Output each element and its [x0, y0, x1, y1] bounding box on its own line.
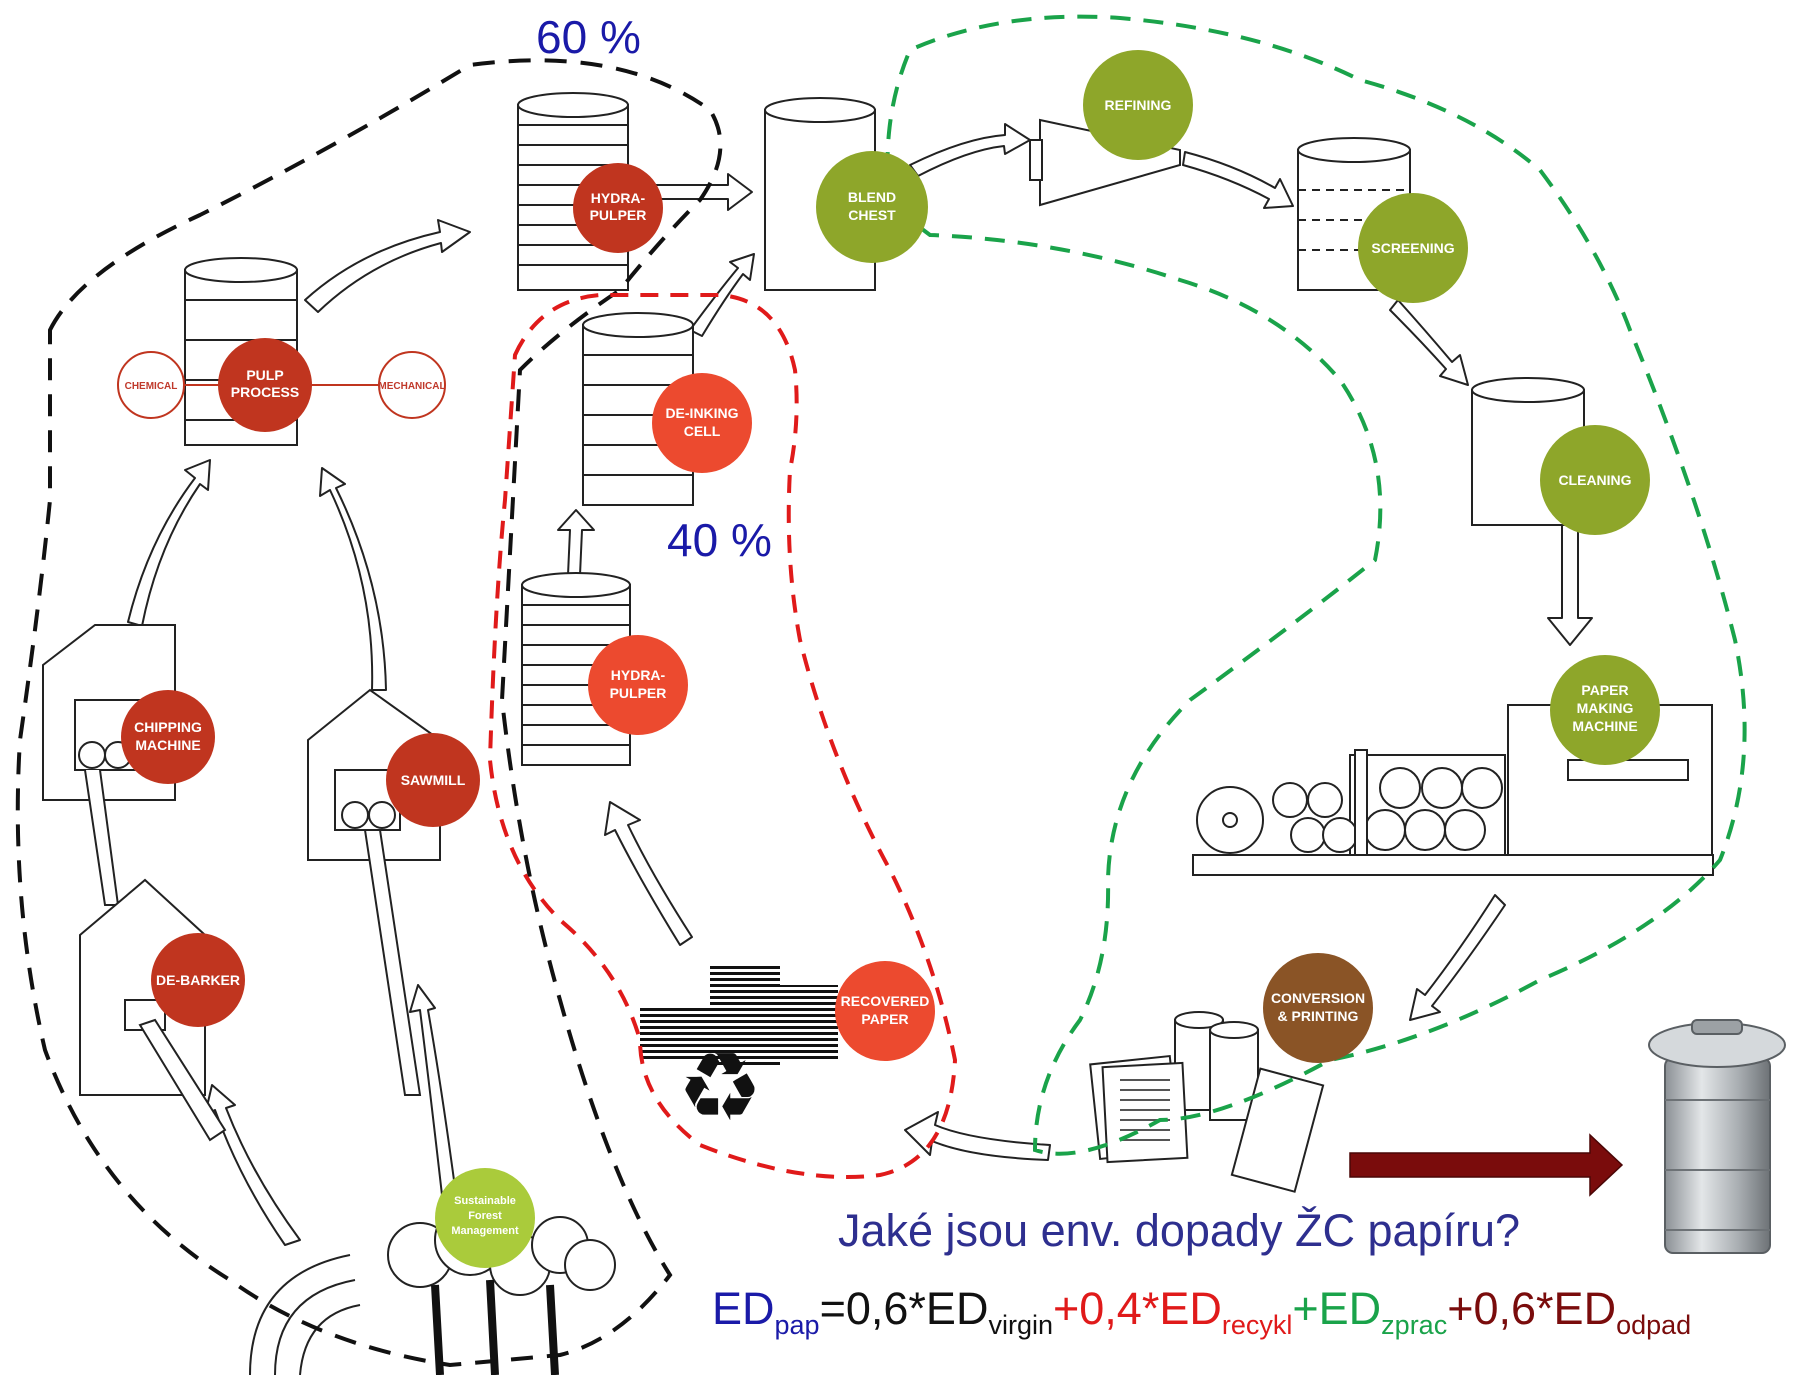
node-label: SCREENING [1371, 240, 1454, 256]
arrow-recovered-to-hydrapulper [604, 801, 693, 946]
node-label: HYDRA-PULPER [610, 667, 667, 701]
node-label: DE-BARKER [156, 972, 240, 988]
formula-processing-term: +ED [1292, 1283, 1382, 1334]
trash-bin-icon [1648, 1019, 1786, 1254]
formula-recycled-term: +0,4*ED [1052, 1283, 1222, 1334]
arrow-debarker-to-sawmill [204, 1084, 301, 1246]
arrow-hydrapulper-to-deinking [557, 509, 595, 576]
node-hydrapulper-top: HYDRA-PULPER [573, 163, 663, 253]
arrow-cleaning-to-machine [1547, 524, 1593, 646]
arrow-blend-to-refining [909, 123, 1031, 177]
arrow-conversion-to-recovered [904, 1111, 1051, 1161]
arrow-sawmill-to-pulp [319, 467, 387, 691]
formula-waste-term: +0,6*ED [1447, 1283, 1617, 1334]
arrow-screening-to-cleaning [1389, 299, 1469, 386]
chemical-label: CHEMICAL [125, 381, 178, 392]
node-label: CLEANING [1558, 472, 1631, 488]
formula-sub-pap: pap [774, 1310, 820, 1340]
node-de-barker: DE-BARKER [151, 933, 245, 1027]
question-text: Jaké jsou env. dopady ŽC papíru? [838, 1205, 1521, 1256]
paper-making-rolls [1192, 704, 1714, 876]
arrow-pulp-to-hydrapulper [304, 219, 471, 313]
recycle-icon: ♻ [677, 1035, 762, 1141]
virgin-share-label: 60 % [536, 11, 641, 63]
node-sawmill: SAWMILL [386, 733, 480, 827]
node-label: REFINING [1105, 97, 1172, 113]
formula-sub-processing: zprac [1381, 1310, 1448, 1340]
machinery-line-art [42, 92, 1714, 1375]
arrow-forest-to-sawmill [409, 984, 457, 1196]
impact-formula: EDpap=0,6*EDvirgin+0,4*EDrecykl+EDzprac+… [712, 1286, 1691, 1339]
arrow-machine-to-conversion [1409, 894, 1506, 1021]
formula-virgin-term: =0,6*ED [819, 1283, 989, 1334]
node-label: CONVERSION& PRINTING [1271, 990, 1365, 1024]
arrow-chipping-to-pulp [127, 459, 211, 627]
processing-boundary [885, 14, 1747, 1156]
node-label: SAWMILL [401, 772, 466, 788]
node-screening: SCREENING [1358, 193, 1468, 303]
arrow-deinking-to-blend [689, 253, 755, 337]
node-hydrapulper-recycled: HYDRA-PULPER [588, 635, 688, 735]
node-refining: REFINING [1083, 50, 1193, 160]
virgin-boundary [15, 58, 723, 1368]
formula-sub-recycled: recykl [1221, 1310, 1293, 1340]
recycled-boundary [487, 293, 958, 1179]
formula-ed: ED [712, 1283, 775, 1334]
flow-arrows [127, 123, 1593, 1246]
recovered-paper-bales: ♻ [640, 965, 838, 1141]
formula-sub-waste: odpad [1616, 1310, 1692, 1340]
recycled-share-label: 40 % [667, 514, 772, 566]
formula-sub-virgin: virgin [988, 1310, 1053, 1340]
waste-arrow [1349, 1133, 1624, 1197]
node-conversion-printing: CONVERSION& PRINTING [1263, 953, 1373, 1063]
node-cleaning: CLEANING [1540, 425, 1650, 535]
node-label: HYDRA-PULPER [590, 190, 647, 223]
arrow-refining-to-screening [1182, 151, 1294, 209]
forest-trees [249, 1204, 616, 1375]
mechanical-label: MECHANICAL [378, 381, 445, 392]
